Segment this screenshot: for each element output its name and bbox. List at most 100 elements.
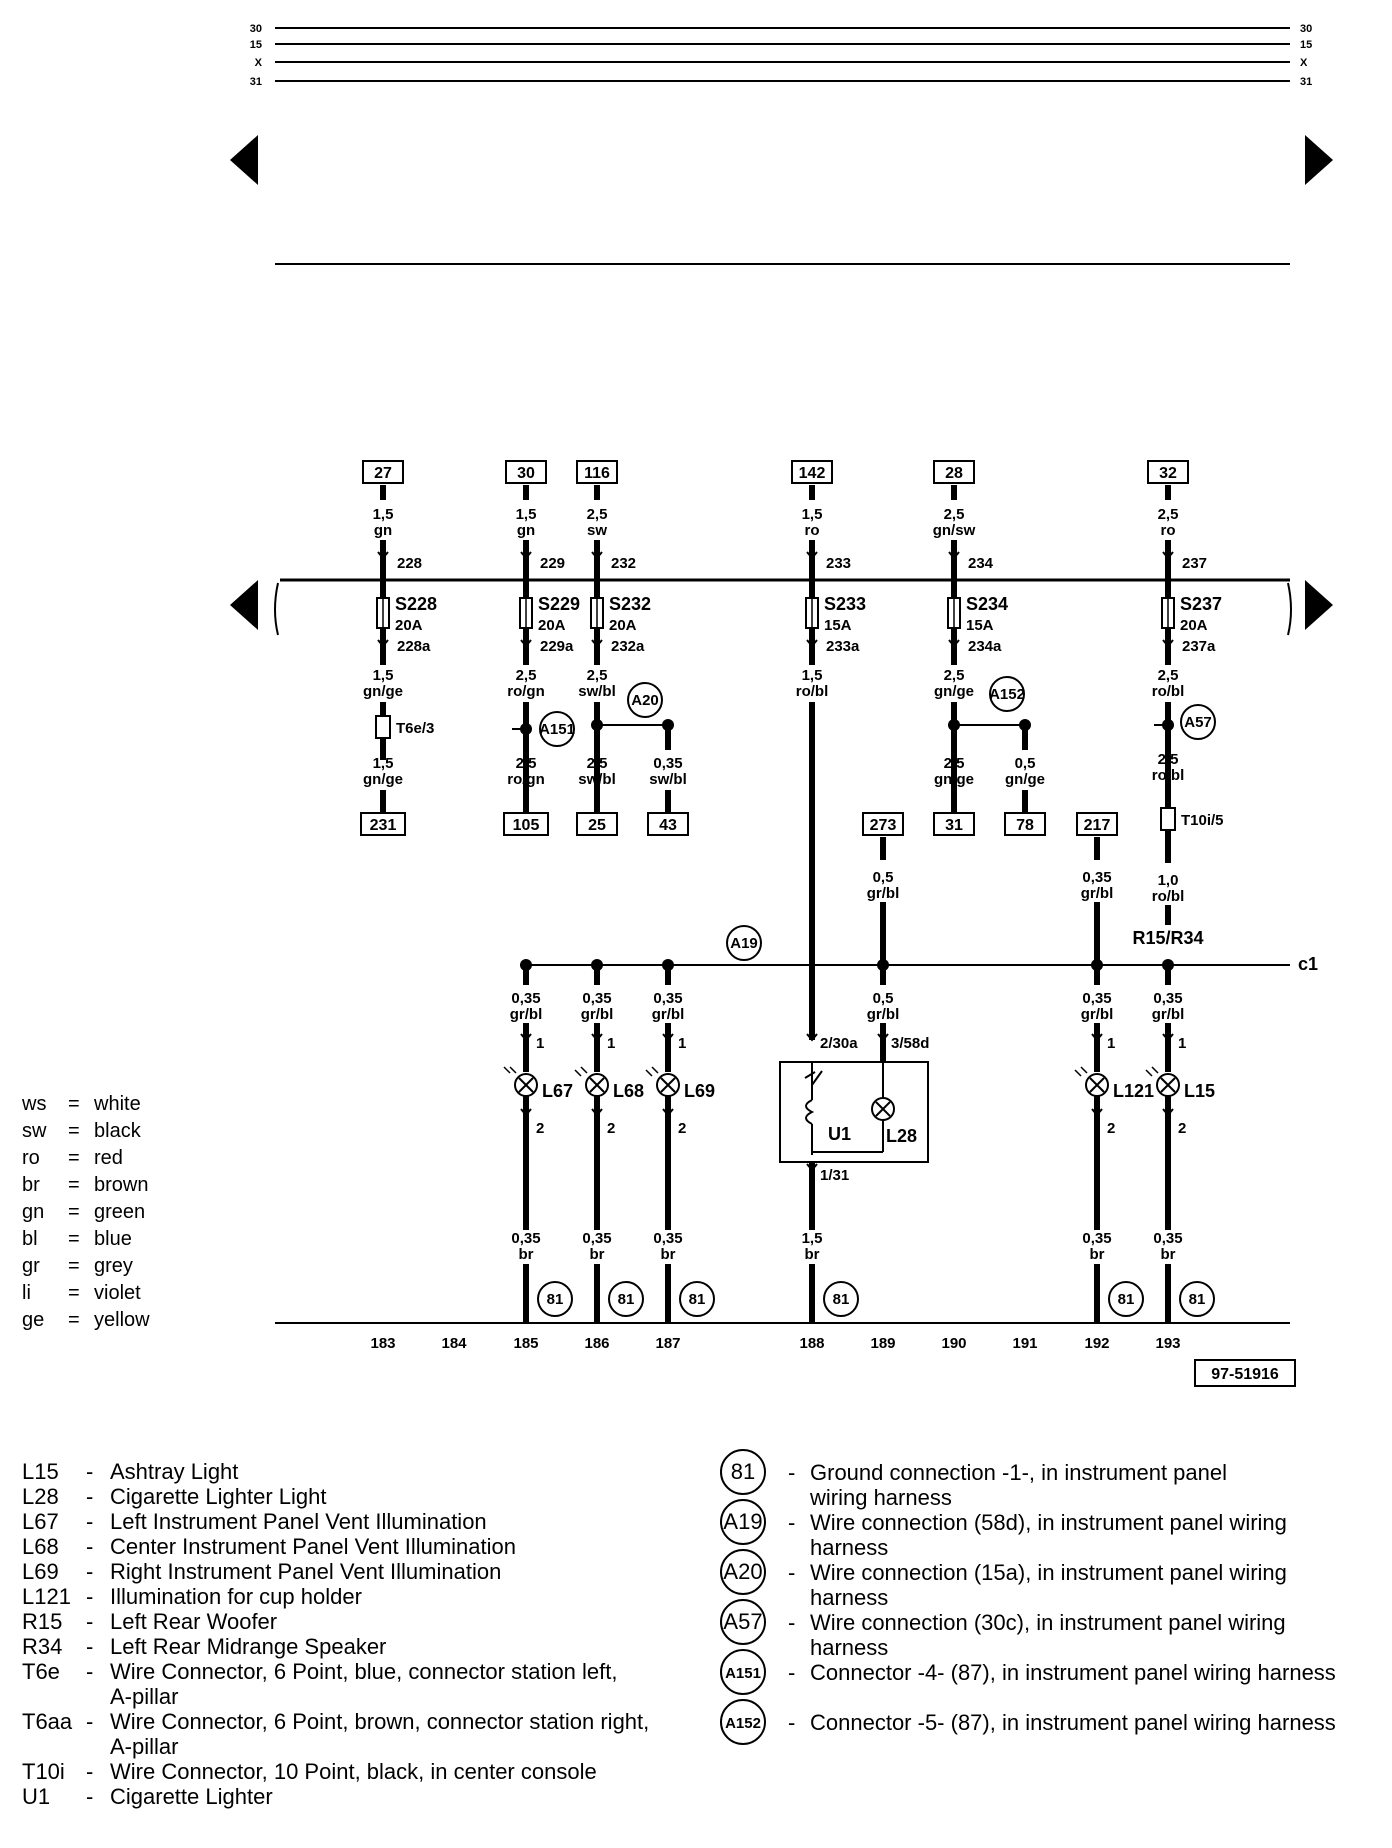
top-ref-0-label: 27 [374, 465, 392, 482]
connector-t10i-icon [1160, 807, 1176, 831]
mid-ref-217 [1076, 812, 1118, 836]
ground-81-2 [679, 1281, 715, 1317]
wire-fuse-3-arrow-icon [806, 639, 818, 648]
color-key-eq-7: = [68, 1282, 80, 1304]
legend-left-code-7: R34 [22, 1634, 62, 1659]
wire-lamp-3-color: gr/bl [1081, 1006, 1114, 1023]
bottom-ref-1 [503, 812, 549, 836]
wire-top-5-color: ro [1161, 522, 1176, 539]
connector-t10i-label: T10i/5 [1181, 812, 1224, 829]
wire-lamp-4-size: 0,35 [1153, 990, 1182, 1007]
wire-low-4-color: gn/ge [934, 771, 974, 788]
fuse-2-amp: 20A [609, 617, 637, 634]
bus-label-left-1: 15 [250, 39, 262, 51]
column-number-2: 185 [513, 1335, 538, 1352]
top-ref-1-label: 30 [517, 465, 535, 482]
column-number-3: 186 [584, 1335, 609, 1352]
legend-left-text-5-0: Illumination for cup holder [110, 1584, 362, 1609]
circle-a151 [539, 711, 575, 747]
wire-top-0-color: gn [374, 522, 392, 539]
fuse-3-name: S233 [824, 594, 866, 614]
wire-fuse-0-arrow-icon [377, 639, 389, 648]
fuse-4-out-label: 234a [968, 638, 1002, 655]
wire-ground-2-size: 0,35 [653, 1230, 682, 1247]
legend-left-code-1: L28 [22, 1484, 59, 1509]
color-key-eq-8: = [68, 1309, 80, 1331]
wire-lamp-2-color: gr/bl [652, 1006, 685, 1023]
wire-mid-0-size: 1,5 [373, 667, 394, 684]
legend-left-dash-0: - [86, 1459, 93, 1484]
bottom-ref-4 [933, 812, 975, 836]
legend-left-code-8: T6e [22, 1659, 60, 1684]
color-key-eq-2: = [68, 1147, 80, 1169]
wire-low-3-size: 0,35 [653, 755, 682, 772]
lighter-u1-switch-icon [804, 1070, 823, 1086]
wire-lamp-4-arrow2-icon [1162, 1108, 1174, 1117]
legend-left-dash-2: - [86, 1509, 93, 1534]
wire-lamp-4-color: gr/bl [1152, 1006, 1185, 1023]
wire-top-3-size: 1,5 [802, 506, 823, 523]
wire-low-4-size: 2,5 [944, 755, 965, 772]
lamp-4-cross [1160, 1077, 1176, 1093]
ground-81-u1-label: 81 [833, 1291, 850, 1308]
lamp-2-ray-icon [645, 1066, 659, 1077]
legend-right-circle-3 [720, 1599, 766, 1645]
color-key-code-3: br [22, 1174, 40, 1196]
circle-a152-label: A152 [989, 686, 1025, 703]
top-ref-5 [1147, 460, 1189, 484]
wire-lamp-2-arrow2-icon [662, 1108, 674, 1117]
wire-mid-2-size: 2,5 [587, 667, 608, 684]
legend-right-circle-1 [720, 1499, 766, 1545]
legend-left-dash-11: - [86, 1784, 93, 1809]
color-key-name-7: violet [94, 1282, 141, 1304]
lamp-0-pin1: 1 [536, 1035, 544, 1052]
fuse-4-in-label: 234 [968, 555, 994, 572]
fuse-3-amp: 15A [824, 617, 852, 634]
color-key-code-6: gr [22, 1255, 40, 1277]
legend-right-text-1-1: harness [810, 1535, 888, 1560]
lamp-1-ray-icon [574, 1066, 588, 1077]
c1-label: c1 [1298, 954, 1318, 974]
wire-ground-2-color: br [661, 1246, 676, 1263]
wire-lamp-l28-color: gr/bl [867, 1006, 900, 1023]
wire-top-2-color: sw [587, 522, 607, 539]
ground-81-2-label: 81 [689, 1291, 706, 1308]
fuse-1-in-label: 229 [540, 555, 565, 572]
circle-a57 [1180, 704, 1216, 740]
bottom-ref-0 [360, 812, 406, 836]
wire-mid-0-color: gn/ge [363, 683, 403, 700]
wire-lamp-0-arrow-icon [520, 1033, 532, 1042]
ground-81-3-label: 81 [1118, 1291, 1135, 1308]
legend-left-code-2: L67 [22, 1509, 59, 1534]
top-ref-2-label: 116 [584, 465, 610, 482]
wire-lamp-1-size: 0,35 [582, 990, 611, 1007]
wire-fuse-5-arrow-icon [1162, 639, 1174, 648]
legend-left-code-11: U1 [22, 1784, 50, 1809]
fuse-5-out-label: 237a [1182, 638, 1216, 655]
wire-lamp-1-color: gr/bl [581, 1006, 614, 1023]
wire-mid-3-color: ro/bl [796, 683, 829, 700]
color-key-eq-3: = [68, 1174, 80, 1196]
circle-a152 [989, 676, 1025, 712]
legend-left-text-1-0: Cigarette Lighter Light [110, 1484, 326, 1509]
lamp-2-cross [660, 1077, 676, 1093]
lamp-3-label: L121 [1113, 1081, 1154, 1101]
wire-mid-1-color: ro/gn [507, 683, 545, 700]
wire-lamp-1-arrow-icon [591, 1033, 603, 1042]
legend-right-dash-0: - [788, 1460, 795, 1485]
legend-right-code-4: A151 [725, 1665, 761, 1682]
legend-left-dash-10: - [86, 1759, 93, 1784]
color-key-eq-1: = [68, 1120, 80, 1142]
legend-left-dash-3: - [86, 1534, 93, 1559]
wire-feed-r15-size: 1,0 [1158, 872, 1179, 889]
wire-feed-217-color: gr/bl [1081, 885, 1114, 902]
wire-top-0-size: 1,5 [373, 506, 394, 523]
column-number-6: 189 [870, 1335, 895, 1352]
wire-feed-217-size: 0,35 [1082, 869, 1111, 886]
wire-top-0-arrow-icon [377, 551, 389, 560]
circle-a151-label: A151 [539, 721, 575, 738]
wire-lamp-3-arrow2-icon [1091, 1108, 1103, 1117]
legend-left-text-8-0: Wire Connector, 6 Point, blue, connector… [110, 1659, 618, 1684]
wire-ground-0-size: 0,35 [511, 1230, 540, 1247]
wire-lamp-0-arrow2-icon [520, 1108, 532, 1117]
